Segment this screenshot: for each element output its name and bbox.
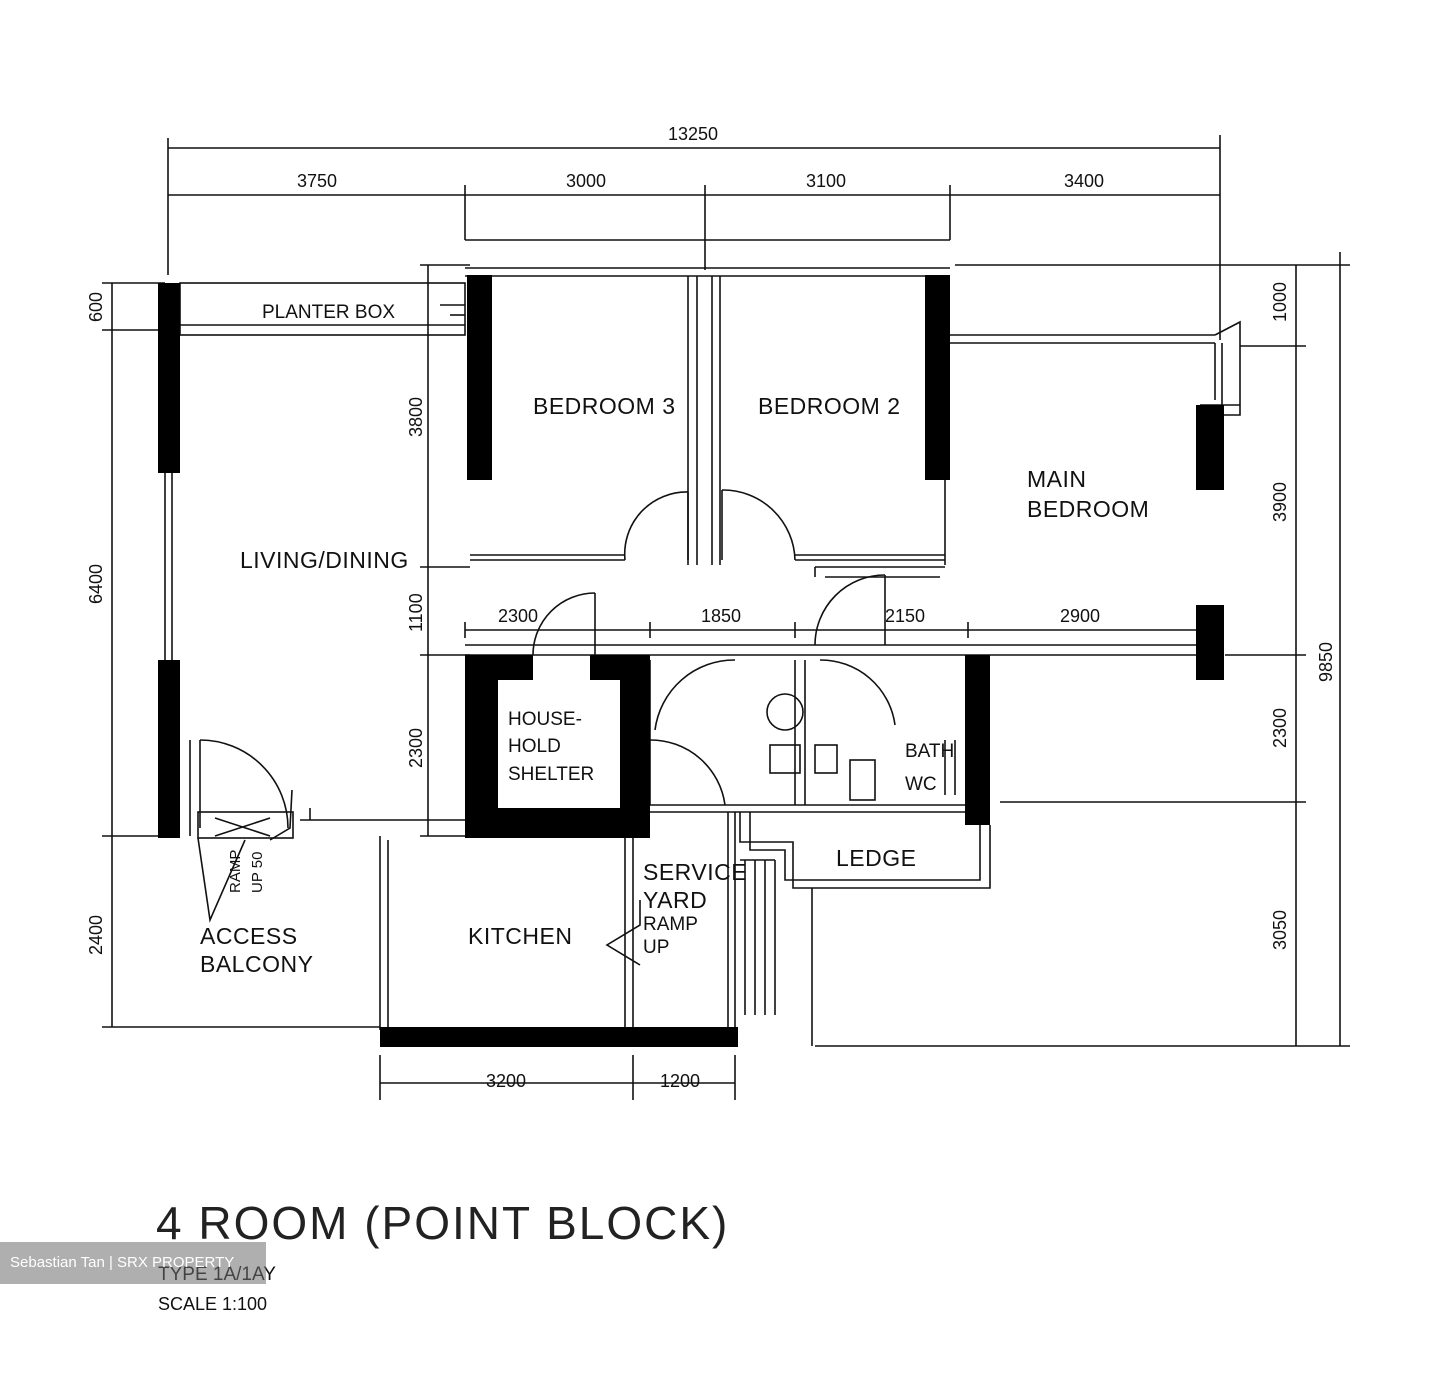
dim-top-3: 3100 (806, 171, 846, 191)
dim-right-2: 3900 (1270, 482, 1290, 522)
dim-mid-3: 2150 (885, 606, 925, 626)
service-yard-label-1: SERVICE (643, 859, 747, 885)
plan-title: 4 ROOM (POINT BLOCK) (156, 1197, 730, 1249)
dimension-lines (102, 135, 1350, 1100)
service-yard-label-2: YARD (643, 887, 707, 913)
bedroom-3-label: BEDROOM 3 (533, 393, 676, 419)
dim-top-4: 3400 (1064, 171, 1104, 191)
dim-right-4: 3050 (1270, 910, 1290, 950)
access-balcony-label-2: BALCONY (200, 951, 313, 977)
household-shelter-label-3: SHELTER (508, 764, 594, 785)
planter-box-label: PLANTER BOX (262, 302, 395, 323)
ledge-label: LEDGE (836, 845, 916, 871)
dim-left-3: 2400 (86, 915, 106, 955)
service-ramp-label-2: UP (643, 937, 669, 958)
main-bedroom-label-2: BEDROOM (1027, 496, 1149, 522)
service-ramp-label-1: RAMP (643, 914, 698, 935)
plan-scale: SCALE 1:100 (158, 1294, 268, 1314)
dim-bottom-1: 3200 (486, 1071, 526, 1091)
dim-overall-width: 13250 (668, 124, 718, 144)
main-bedroom-label-1: MAIN (1027, 466, 1087, 492)
household-shelter-label-2: HOLD (508, 736, 561, 757)
dim-inner-3: 2300 (406, 728, 426, 768)
dim-top-2: 3000 (566, 171, 606, 191)
bedroom-2-label: BEDROOM 2 (758, 393, 901, 419)
room-labels: PLANTER BOX BEDROOM 3 BEDROOM 2 MAIN BED… (200, 302, 1149, 977)
dim-right-1: 1000 (1270, 282, 1290, 322)
dimension-labels: 13250 3750 3000 3100 3400 600 6400 2400 … (86, 124, 1336, 1091)
dim-top-1: 3750 (297, 171, 337, 191)
dim-mid-1: 2300 (498, 606, 538, 626)
dim-bottom-2: 1200 (660, 1071, 700, 1091)
ramp-up-label-1: RAMP (227, 850, 244, 893)
household-shelter-label-1: HOUSE- (508, 709, 582, 730)
dim-overall-height: 9850 (1316, 642, 1336, 682)
wc-label: WC (905, 774, 937, 795)
dim-mid-4: 2900 (1060, 606, 1100, 626)
dim-right-3: 2300 (1270, 708, 1290, 748)
living-dining-label: LIVING/DINING (240, 547, 409, 573)
dim-inner-1: 3800 (406, 397, 426, 437)
thin-walls (164, 267, 1241, 1046)
dim-left-2: 6400 (86, 564, 106, 604)
kitchen-label: KITCHEN (468, 923, 572, 949)
bath-label: BATH (905, 741, 954, 762)
dim-inner-2: 1100 (406, 593, 426, 632)
ramp-up-label-2: UP 50 (249, 852, 266, 893)
watermark: Sebastian Tan | SRX PROPERTY (0, 1242, 266, 1284)
dim-left-1: 600 (86, 292, 106, 322)
dim-mid-2: 1850 (701, 606, 741, 626)
access-balcony-label-1: ACCESS (200, 923, 298, 949)
structural-walls (158, 275, 1224, 1047)
